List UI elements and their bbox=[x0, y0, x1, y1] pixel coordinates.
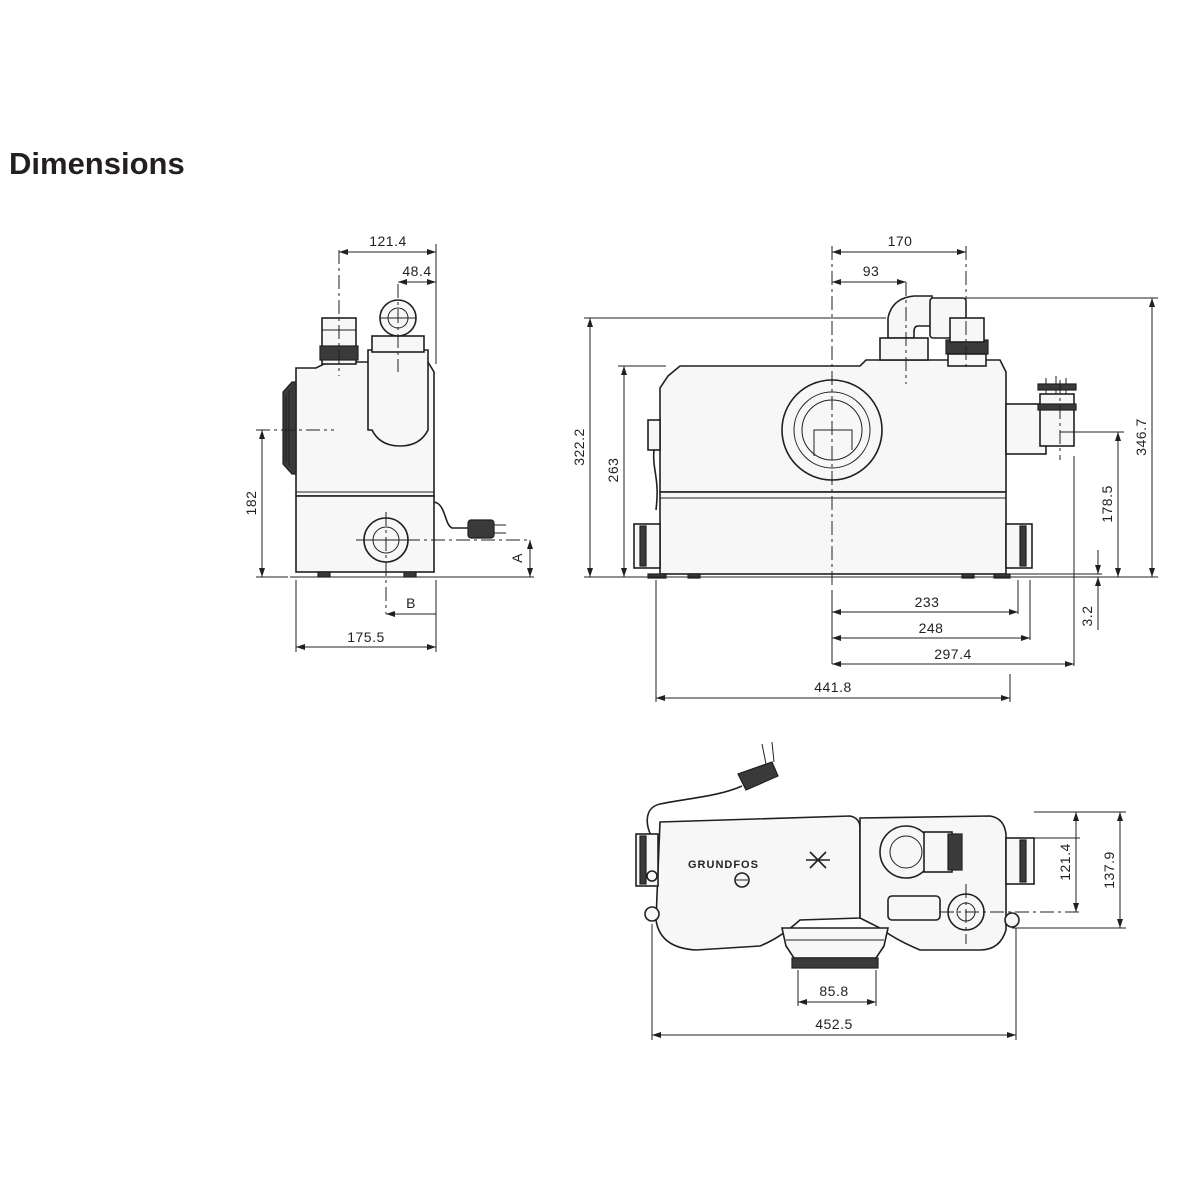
top-view-plug bbox=[737, 761, 779, 791]
dim-front-93: 93 bbox=[863, 263, 880, 279]
front-view-outlet-elbow bbox=[887, 295, 933, 339]
dim-label-b: B bbox=[406, 595, 416, 611]
dim-top-85-8: 85.8 bbox=[819, 983, 848, 999]
dim-side-182: 182 bbox=[243, 491, 259, 516]
top-view-brand: GRUNDFOS bbox=[688, 859, 759, 871]
side-view-cable bbox=[433, 501, 468, 529]
dim-front-297-4: 297.4 bbox=[934, 646, 972, 662]
side-view-inlet-housing bbox=[367, 349, 429, 447]
dim-label-a: A bbox=[509, 553, 525, 563]
dim-front-322-2: 322.2 bbox=[571, 428, 587, 466]
dim-front-170: 170 bbox=[888, 233, 913, 249]
dim-side-175-5: 175.5 bbox=[347, 629, 385, 645]
dim-front-263: 263 bbox=[605, 458, 621, 483]
top-view-bottom-outlet bbox=[781, 927, 889, 959]
dim-front-248: 248 bbox=[919, 620, 944, 636]
dim-front-233: 233 bbox=[915, 594, 940, 610]
dim-front-441-8: 441.8 bbox=[814, 679, 852, 695]
dim-front-346-7: 346.7 bbox=[1133, 418, 1149, 456]
front-view-right-inlet bbox=[1005, 523, 1033, 569]
dim-front-178-5: 178.5 bbox=[1099, 485, 1115, 523]
front-view-left-inlet bbox=[633, 523, 661, 569]
top-view-vent-box bbox=[887, 895, 941, 921]
front-view bbox=[584, 246, 1158, 702]
grundfos-x-icon bbox=[806, 851, 830, 869]
top-view: GRUNDFOS bbox=[635, 741, 1126, 1040]
page-title: Dimensions bbox=[9, 146, 185, 181]
front-view-base bbox=[659, 491, 1007, 575]
side-view bbox=[256, 244, 534, 652]
front-view-cable bbox=[652, 449, 658, 511]
dim-top-121-4: 121.4 bbox=[1057, 843, 1073, 881]
top-view-cable bbox=[646, 785, 743, 841]
dim-front-3-2: 3.2 bbox=[1079, 606, 1095, 627]
dim-top-452-5: 452.5 bbox=[815, 1016, 853, 1032]
dim-top-137-9: 137.9 bbox=[1101, 851, 1117, 889]
dim-side-48-4: 48.4 bbox=[402, 263, 431, 279]
side-view-plug bbox=[467, 519, 495, 539]
dim-side-121-4: 121.4 bbox=[369, 233, 407, 249]
